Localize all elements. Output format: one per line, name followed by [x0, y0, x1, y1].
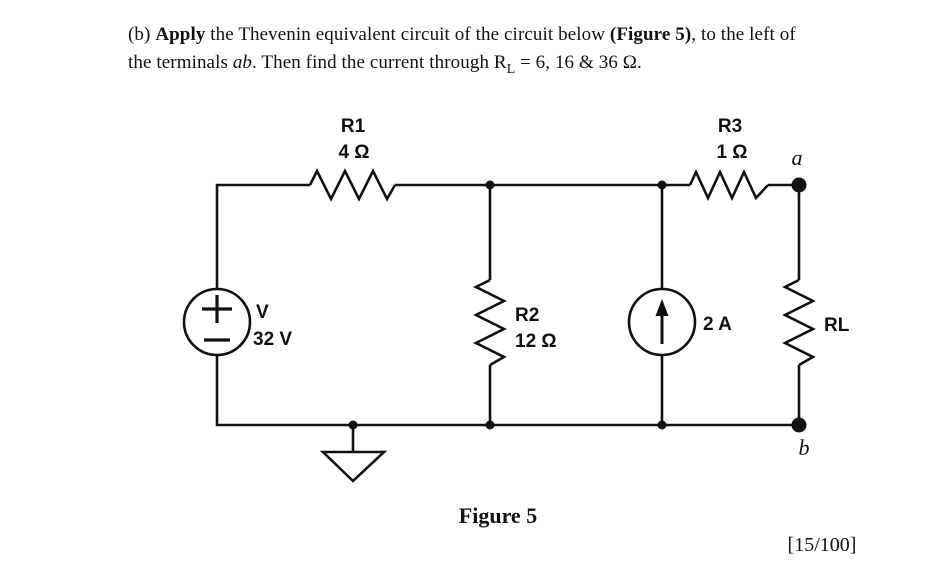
resistor-RL: RL [782, 278, 850, 367]
problem-line-2: the terminals ab. Then find the current … [128, 49, 796, 77]
text-run: . Then find the current through R [252, 52, 507, 73]
resistor-R1-label: R1 [341, 116, 366, 137]
resistor-R1-value: 4 Ω [338, 142, 369, 163]
text-run: (b) [128, 24, 156, 45]
problem-statement: (b) Apply the Thevenin equivalent circui… [128, 21, 796, 77]
resistor-R2-value: 12 Ω [515, 331, 557, 352]
terminal-a-dot [791, 177, 807, 193]
text-run: = 6, 16 & 36 Ω. [515, 52, 642, 73]
ground-icon [319, 425, 388, 483]
text-run-bold: Apply [155, 24, 206, 45]
resistor-R1-zigzag [308, 168, 397, 202]
wire-segment [215, 183, 310, 289]
terminal-b-label: b [799, 435, 810, 460]
figure-caption: Figure 5 [459, 503, 537, 528]
resistor-R2: R2 12 Ω [473, 278, 557, 367]
resistor-R2-zigzag [473, 278, 507, 367]
wires [215, 183, 801, 427]
resistor-R3-value: 1 Ω [716, 142, 747, 163]
node-dot [657, 180, 667, 190]
voltage-source-label: V [256, 302, 269, 323]
terminal-b-dot [791, 417, 807, 433]
resistor-R3-label: R3 [718, 116, 742, 137]
voltage-source-value: 32 V [253, 329, 292, 350]
resistor-RL-zigzag [782, 278, 816, 367]
voltage-source-circle [182, 287, 252, 357]
terminal-a: a [791, 145, 807, 193]
resistor-R3-zigzag [688, 168, 769, 202]
resistor-RL-label: RL [824, 315, 850, 336]
wire-segment [215, 355, 799, 427]
voltage-source: V 32 V [182, 287, 292, 357]
text-run: the Thevenin equivalent circuit of the c… [205, 24, 610, 45]
resistor-R2-label: R2 [515, 305, 539, 326]
resistor-R1: R1 4 Ω [308, 116, 397, 202]
current-source-circle [627, 287, 697, 357]
problem-line-1: (b) Apply the Thevenin equivalent circui… [128, 21, 796, 49]
text-run-subscript: L [506, 60, 516, 76]
arrow-head [655, 299, 669, 316]
node-dot [348, 420, 358, 430]
text-run: , to the left of [691, 24, 796, 45]
plus-icon [202, 295, 232, 323]
ground-triangle [319, 450, 388, 483]
node-dot [485, 180, 495, 190]
arrow-up-icon [655, 299, 669, 344]
terminal-b: b [791, 417, 810, 460]
current-source: 2 A [627, 287, 732, 357]
terminal-a-label: a [792, 145, 803, 170]
resistor-R3: R3 1 Ω [688, 116, 769, 202]
text-run-italic: ab [232, 52, 253, 73]
marks-label: [15/100] [788, 534, 857, 556]
node-dot [657, 420, 667, 430]
text-run: the terminals [128, 52, 233, 73]
node-dot [485, 420, 495, 430]
text-run-bold: (Figure 5) [609, 24, 692, 45]
current-source-value: 2 A [703, 314, 732, 335]
